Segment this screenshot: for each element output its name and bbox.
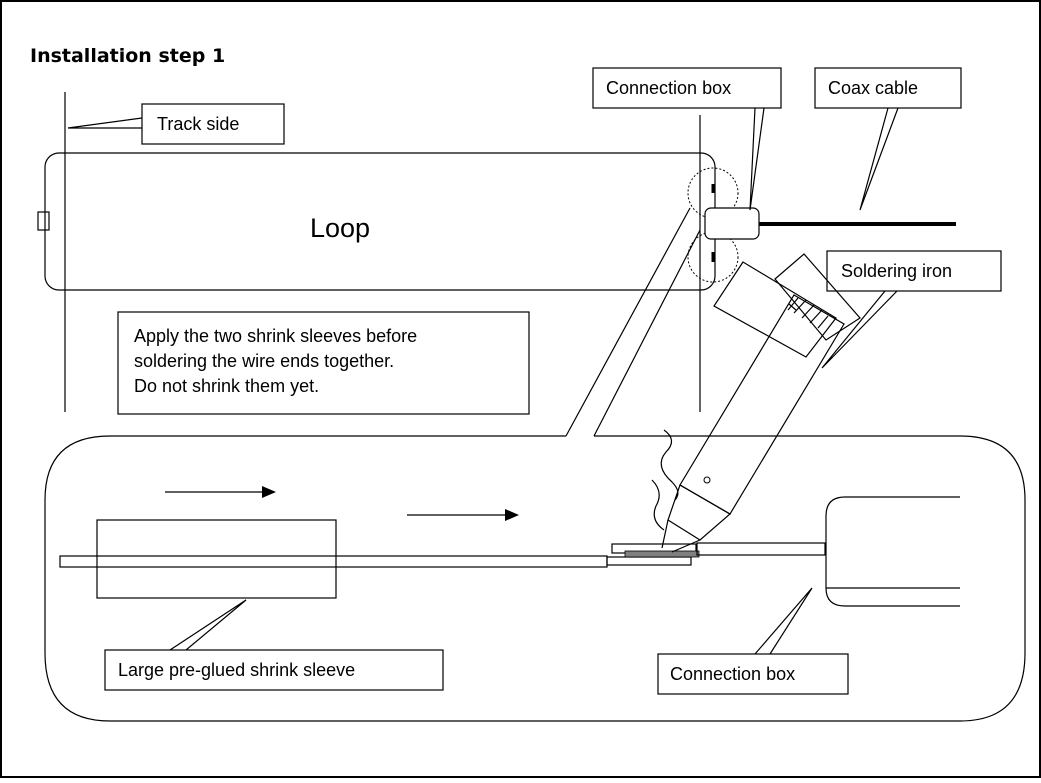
callout-connection-box-bottom-pointer	[754, 587, 813, 655]
callout-track-side-text: Track side	[157, 114, 239, 134]
callout-track-side	[141, 103, 285, 145]
callout-connection-box-bottom-text: Connection box	[670, 664, 795, 684]
callout-soldering-iron-pointer	[821, 290, 898, 369]
callout-connection-box-top	[592, 67, 782, 109]
loop-label: Loop	[310, 213, 370, 243]
callout-coax-cable-text: Coax cable	[828, 78, 918, 98]
instruction-box	[117, 311, 530, 415]
zoom-line-right	[593, 229, 701, 437]
detail-circle-upper	[687, 167, 739, 219]
callout-connection-box-bottom	[657, 653, 849, 695]
callout-connection-box-top-text: Connection box	[606, 78, 731, 98]
large-shrink-sleeve	[96, 519, 337, 599]
diagram-title: Installation step 1	[30, 45, 225, 67]
soldering-iron	[661, 253, 861, 553]
callout-track-side-pointer	[67, 117, 143, 129]
solder-joint	[624, 550, 700, 558]
loop-shape	[44, 152, 716, 291]
wire-end-lower	[606, 556, 692, 566]
callout-soldering-iron-text: Soldering iron	[841, 261, 952, 281]
loop-wire	[59, 555, 608, 568]
smoke-wisp-2	[651, 479, 665, 531]
callout-soldering-iron	[826, 250, 1002, 292]
loop-end-tab	[37, 211, 50, 231]
zoom-line-left	[565, 207, 691, 437]
callout-large-sleeve	[104, 649, 444, 691]
connection-box-detail	[825, 496, 960, 607]
arrow-head-2	[505, 509, 519, 521]
smoke-wisp-1	[660, 429, 679, 501]
box-cable	[696, 542, 826, 556]
callout-coax-cable-pointer	[859, 107, 899, 211]
arrow-head-1	[262, 486, 276, 498]
callout-large-sleeve-text: Large pre-glued shrink sleeve	[118, 660, 355, 680]
instruction-line-1: Apply the two shrink sleeves before	[134, 326, 417, 346]
connection-box-top-view	[704, 207, 760, 240]
callout-connection-box-top-pointer	[749, 107, 765, 211]
instruction-line-2: soldering the wire ends together.	[134, 351, 394, 371]
detail-view-outline	[44, 435, 1026, 722]
instruction-line-3: Do not shrink them yet.	[134, 376, 319, 396]
callout-large-sleeve-pointer	[169, 599, 247, 651]
